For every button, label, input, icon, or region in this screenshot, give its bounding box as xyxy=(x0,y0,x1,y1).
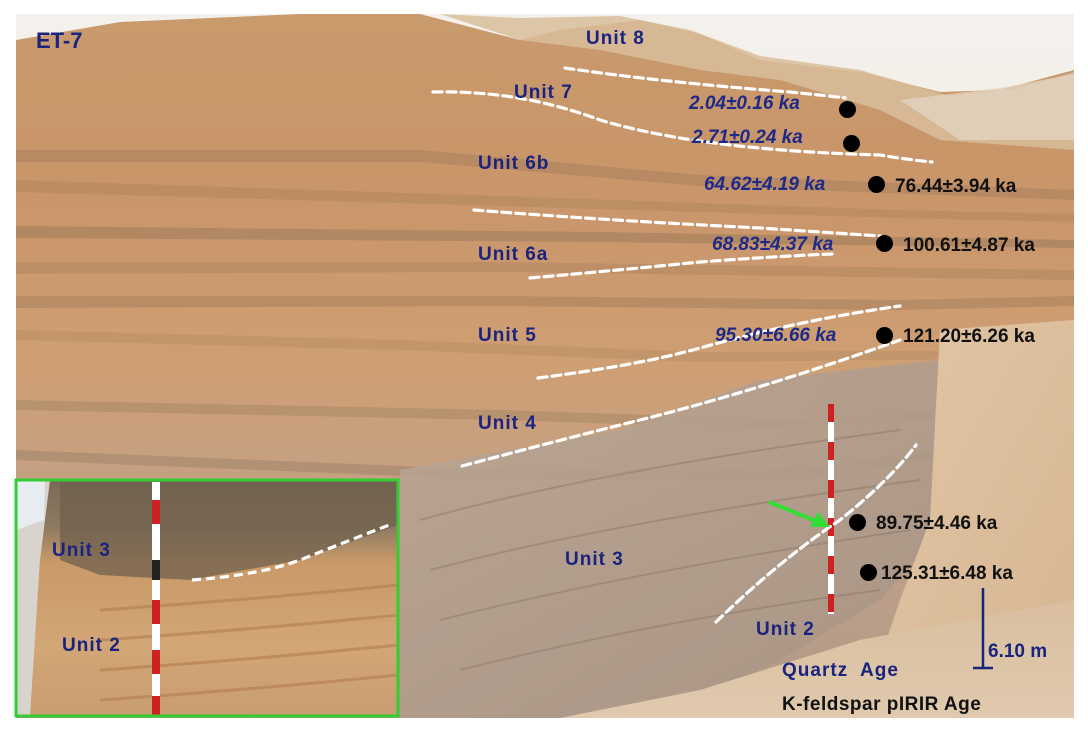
unit-6b-label: Unit 6b xyxy=(478,153,550,174)
quartz-age-label: 64.62±4.19 ka xyxy=(704,174,826,195)
boundary-u4-u3 xyxy=(460,338,902,468)
sample-dot xyxy=(860,564,877,581)
site-label: ET-7 xyxy=(36,28,83,53)
quartz-age-label: 68.83±4.37 ka xyxy=(712,234,834,255)
sample-dot xyxy=(839,101,856,118)
boundary-u3-u2 xyxy=(714,443,918,624)
boundary-u6b-u6a xyxy=(472,208,882,238)
unit-5-label: Unit 5 xyxy=(478,325,537,346)
scale-bar xyxy=(973,588,993,670)
quartz-age-label: 95.30±6.66 ka xyxy=(715,325,837,346)
kfeldspar-age-label: 121.20±6.26 ka xyxy=(903,326,1035,347)
boundary-u8-u7 xyxy=(563,66,847,100)
measuring-pole xyxy=(828,404,834,614)
kfeldspar-age-label: 100.61±4.87 ka xyxy=(903,235,1035,256)
quartz-age-label: 2.71±0.24 ka xyxy=(692,127,803,148)
unit-4-label: Unit 4 xyxy=(478,413,537,434)
kfeldspar-age-label: 89.75±4.46 ka xyxy=(876,513,998,534)
inset-unit-3-label: Unit 3 xyxy=(52,540,111,561)
legend-kfeldspar-age: K-feldspar pIRIR Age xyxy=(782,694,982,715)
quartz-age-label: 2.04±0.16 ka xyxy=(689,93,800,114)
unit-3-label: Unit 3 xyxy=(565,549,624,570)
boundary-u7-u6b xyxy=(431,90,934,164)
legend-quartz-age: Quartz Age xyxy=(782,660,899,681)
inset-photo xyxy=(14,478,400,718)
scale-bar-label: 6.10 m xyxy=(988,641,1048,662)
boundary-u5-u4 xyxy=(536,304,902,380)
kfeldspar-age-label: 125.31±6.48 ka xyxy=(881,563,1013,584)
kfeldspar-age-label: 76.44±3.94 ka xyxy=(895,176,1017,197)
sample-dot xyxy=(849,514,866,531)
sample-dot xyxy=(843,135,860,152)
inset-unit-2-label: Unit 2 xyxy=(62,635,121,656)
unit-7-label: Unit 7 xyxy=(514,82,573,103)
inset-border xyxy=(14,478,400,718)
unit-6a-label: Unit 6a xyxy=(478,244,549,265)
sample-dot xyxy=(876,327,893,344)
sample-dot xyxy=(876,235,893,252)
unit-2-label: Unit 2 xyxy=(756,619,815,640)
arrow-icon xyxy=(768,500,830,527)
unit-8-label: Unit 8 xyxy=(586,28,645,49)
boundary-u6a-u5 xyxy=(528,252,834,280)
sample-dot xyxy=(868,176,885,193)
